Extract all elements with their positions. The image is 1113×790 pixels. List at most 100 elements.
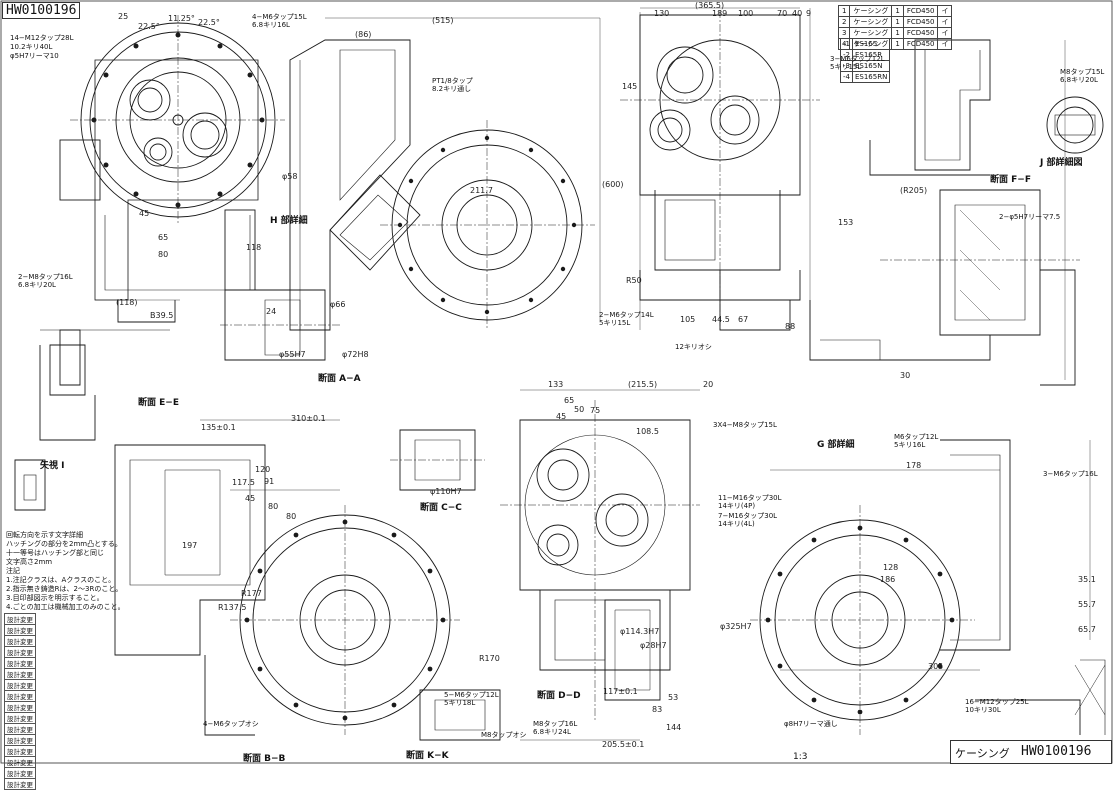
dimension-text: φ58 xyxy=(282,172,298,181)
callout-note: 2−M8タップ16L xyxy=(18,273,73,281)
dimension-text: 91 xyxy=(264,477,275,486)
dimension-text: 118 xyxy=(246,243,262,252)
dimension-text: 83 xyxy=(652,705,663,714)
dimension-text: 80 xyxy=(268,502,279,511)
cell: 設計変更 xyxy=(4,679,36,691)
view-section-a-a xyxy=(220,39,595,361)
dimension-text: (86) xyxy=(355,30,372,39)
dimension-text: φ325H7 xyxy=(720,622,752,631)
cell: ケーシング xyxy=(849,27,893,39)
cell: FCD450 xyxy=(902,5,939,17)
cell: 設計変更 xyxy=(4,778,36,790)
cell: 設計変更 xyxy=(4,646,36,658)
dimension-text: 145 xyxy=(622,82,638,91)
callout-note: 12キリオシ xyxy=(675,343,712,351)
callout-note: 5キリ18L xyxy=(444,699,476,707)
dimension-text: 70 xyxy=(777,9,788,18)
callout-note: 5キリ16L xyxy=(894,441,926,449)
note-item: 3.目印部図示を明示すること。 xyxy=(6,594,104,602)
callout-note: 3−M6タップ12L xyxy=(830,55,885,63)
dimension-text: 153 xyxy=(838,218,854,227)
view-top-right-casing xyxy=(620,10,820,331)
dimension-text: 20 xyxy=(703,380,714,389)
callout-note: 16−M12タップ25L xyxy=(965,698,1029,706)
dimension-text: 30 xyxy=(900,371,911,380)
dimension-text: 130 xyxy=(654,9,670,18)
section-label-e-e: 断面 E−E xyxy=(138,398,179,408)
bolt-holes-section-b-b xyxy=(244,519,446,721)
dimension-text: 120 xyxy=(255,465,271,474)
table-row: 設計変更 xyxy=(4,690,36,702)
cell: FCD450 xyxy=(902,27,939,39)
cell: 設計変更 xyxy=(4,635,36,647)
table-row: 設計変更 xyxy=(4,723,36,735)
change-history-table: 設計変更 設計変更 設計変更 設計変更 設計変更 設計変更 設計変更 設計変更 … xyxy=(4,613,36,790)
cell: 設計変更 xyxy=(4,657,36,669)
dimension-text: 144 xyxy=(666,723,682,732)
callout-note: φ8H7リーマ通し xyxy=(784,720,838,728)
dimension-text: 117±0.1 xyxy=(603,687,638,696)
dimension-text: 75 xyxy=(590,406,601,415)
callout-note: 10.2キリ40L xyxy=(10,43,53,51)
detail-label-j: J 部詳細図 xyxy=(1040,158,1083,168)
cell: 1 xyxy=(891,38,904,50)
callout-note: 6.8キリ20L xyxy=(1060,76,1098,84)
dimension-text: 186 xyxy=(880,575,896,584)
section-label-f-f: 断面 F−F xyxy=(990,175,1031,185)
dimension-text: 45 xyxy=(556,412,567,421)
callout-note: 5−M6タップ12L xyxy=(444,691,499,699)
scale-label: 1:3 xyxy=(793,752,808,762)
dimension-text: 25 xyxy=(118,12,129,21)
cell: 設計変更 xyxy=(4,734,36,746)
dimension-text: (600) xyxy=(602,180,624,189)
dimension-text: φ110H7 xyxy=(430,487,462,496)
dimension-text: 135±0.1 xyxy=(201,423,236,432)
callout-note: 14キリ(4L) xyxy=(718,520,755,528)
dimension-text: 53 xyxy=(668,693,679,702)
bolt-holes-top-left xyxy=(91,32,265,208)
section-label-a-a: 断面 A−A xyxy=(318,374,361,384)
cell: ケーシング xyxy=(849,16,893,28)
note-item: 2.指示無き鋳造Rは、2〜3Rのこと。 xyxy=(6,585,123,593)
callout-note: M8タップ15L xyxy=(1060,68,1105,76)
dimension-text: B39.5 xyxy=(150,311,174,320)
callout-note: 7−M16タップ30L xyxy=(718,512,778,520)
dimension-text: R177 xyxy=(241,589,262,598)
dimension-text: 100 xyxy=(738,9,754,18)
dimension-text: 205.5±0.1 xyxy=(602,740,645,749)
drawing-id-top: HW0100196 xyxy=(2,2,81,19)
view-section-b-b xyxy=(114,444,460,736)
callout-note: M8タップ16L xyxy=(533,720,578,728)
cell: 1 xyxy=(891,27,904,39)
callout-note: φ5H7リーマ10 xyxy=(10,52,59,60)
view-section-d-d xyxy=(500,400,700,720)
dimension-text: 133 xyxy=(548,380,564,389)
inscription-line: 文字高さ2mm xyxy=(6,558,53,566)
dimension-text: 117.5 xyxy=(232,478,255,487)
callout-note: 10キリ30L xyxy=(965,706,1001,714)
cell: 1 xyxy=(837,5,851,17)
bolt-holes-g-detail xyxy=(765,525,955,715)
table-row: 設計変更 xyxy=(4,613,36,625)
dimension-text: (118) xyxy=(116,298,138,307)
dimension-text: 105 xyxy=(680,315,696,324)
view-g-detail xyxy=(750,439,1106,735)
cell: 設計変更 xyxy=(4,668,36,680)
dimension-text: (215.5) xyxy=(628,380,658,389)
callout-note: 4−M6タップオシ xyxy=(203,720,259,728)
inscription-title: 回転方向を示す文字詳細 xyxy=(6,531,83,539)
table-row: 設計変更 xyxy=(4,734,36,746)
dimension-text: 45 xyxy=(139,209,150,218)
section-label-d-d: 断面 D−D xyxy=(537,691,581,701)
cell: 設計変更 xyxy=(4,756,36,768)
table-row: 設計変更 xyxy=(4,745,36,757)
dimension-text: φ72H8 xyxy=(342,350,369,359)
view-section-k-k xyxy=(419,689,501,741)
table-row: 設計変更 xyxy=(4,778,36,790)
title-block: ケーシング HW0100196 xyxy=(950,740,1112,764)
dimension-text: φ28H7 xyxy=(640,641,667,650)
